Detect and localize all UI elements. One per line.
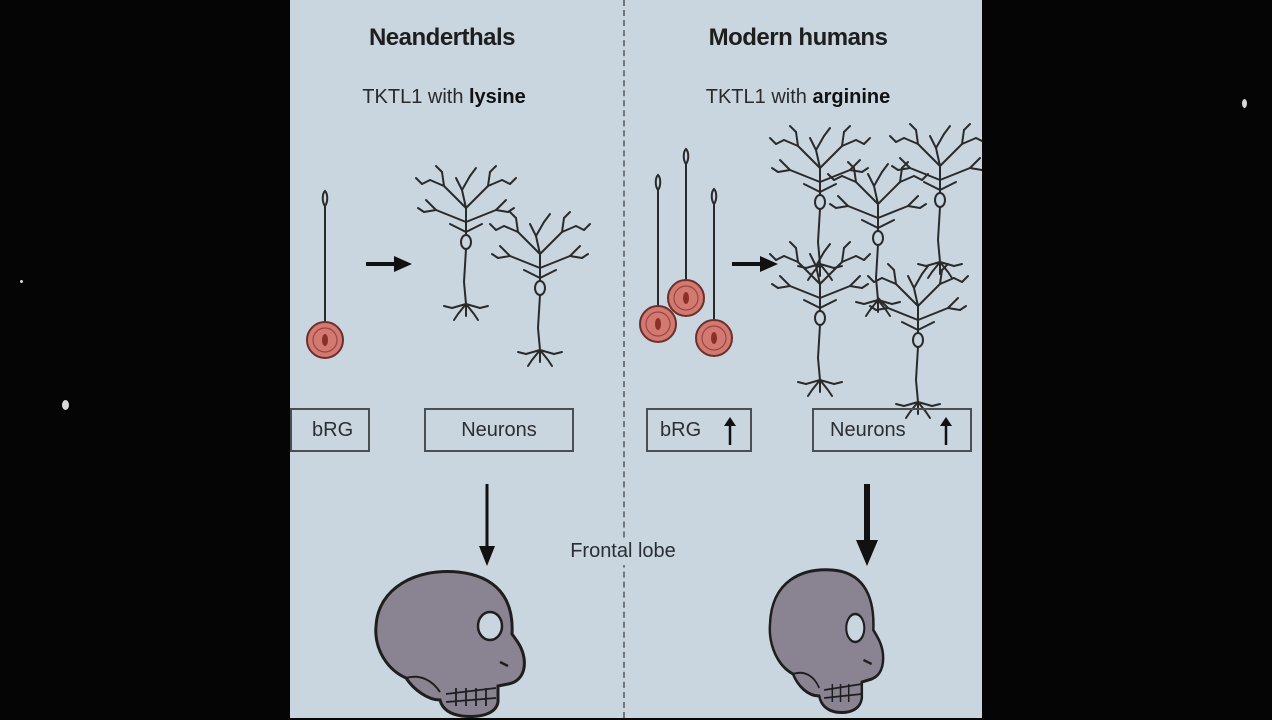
brg-cell xyxy=(306,190,344,359)
brg-box-modern-humans: bRG xyxy=(646,408,752,452)
brg-cell xyxy=(667,148,705,317)
frontal-lobe-label: Frontal lobe xyxy=(566,538,680,565)
dust-speck xyxy=(62,400,69,410)
down-arrow-icon xyxy=(479,484,495,566)
illustration xyxy=(306,123,982,718)
increase-arrow-icon xyxy=(940,417,952,445)
neanderthal-skull-icon xyxy=(374,569,526,718)
neurons-label: Neurons xyxy=(830,418,906,441)
right-arrow-icon xyxy=(732,256,778,272)
brg-cell xyxy=(639,174,677,343)
center-divider xyxy=(623,0,625,718)
modern-humans-subtitle: TKTL1 with arginine xyxy=(706,86,891,109)
neanderthals-subtitle: TKTL1 with lysine xyxy=(362,86,525,109)
brg-label: bRG xyxy=(312,418,354,441)
neuron-cell xyxy=(867,263,969,419)
subtitle-prefix: TKTL1 with xyxy=(362,86,469,108)
neurons-box-neanderthals: Neurons xyxy=(424,408,574,452)
brg-box-neanderthals: bRG xyxy=(290,408,370,452)
brg-cell xyxy=(695,188,733,357)
increase-arrow-icon xyxy=(724,417,736,445)
down-arrow-icon xyxy=(856,484,878,566)
right-arrow-icon xyxy=(366,256,412,272)
neurons-label: Neurons xyxy=(461,418,537,441)
brg-label: bRG xyxy=(660,418,702,441)
amino-acid-arginine: arginine xyxy=(812,86,891,108)
dust-speck xyxy=(1242,99,1247,108)
neurons-box-modern-humans: Neurons xyxy=(812,408,972,452)
subtitle-prefix: TKTL1 with xyxy=(705,86,813,108)
amino-acid-lysine: lysine xyxy=(469,86,526,108)
neuron-cell xyxy=(827,161,929,317)
modern-human-skull-icon xyxy=(768,568,885,714)
neuron-cell xyxy=(489,211,591,367)
diagram-panel: Neanderthals Modern humans TKTL1 with ly… xyxy=(290,0,982,718)
neuron-cell xyxy=(889,123,982,279)
dust-speck xyxy=(20,280,23,283)
neanderthals-title: Neanderthals xyxy=(368,24,516,51)
neuron-cell xyxy=(415,165,517,321)
modern-humans-title: Modern humans xyxy=(708,24,888,51)
